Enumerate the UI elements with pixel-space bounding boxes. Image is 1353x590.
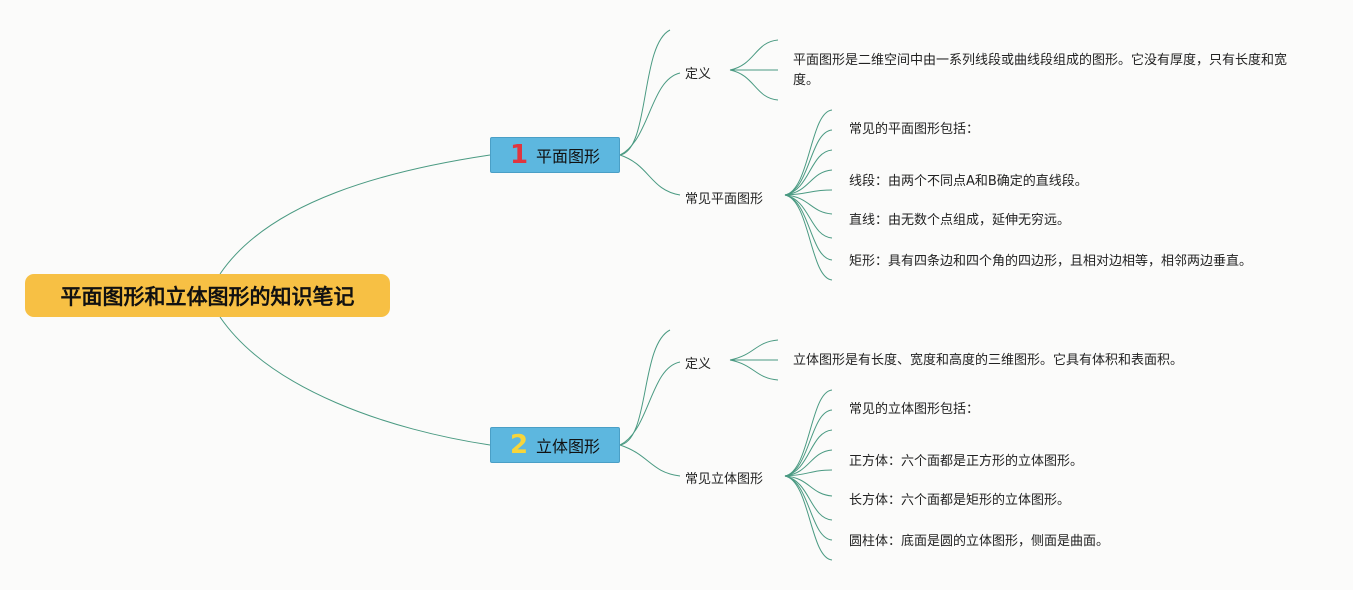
edge-b2-common-6 xyxy=(784,475,833,497)
b2-common-item-1[interactable]: 常见的立体图形包括： xyxy=(849,402,980,417)
edge-root-to-branch-1 xyxy=(219,154,491,275)
edge-b2-definition xyxy=(619,329,671,446)
branch-solid-figures[interactable]: 2 立体图形 xyxy=(490,427,620,463)
b2-common-item-4[interactable]: 圆柱体：底面是圆的立体图形，侧面是曲面。 xyxy=(849,534,1110,549)
edge-b1-common-9 xyxy=(784,194,833,281)
edge-b1-common-4 xyxy=(784,169,833,196)
b1-common-node[interactable]: 常见平面图形 xyxy=(685,192,764,207)
edge-b2-definition-mid xyxy=(619,361,681,446)
edge-b1-common-8 xyxy=(784,194,833,261)
b1-definition-node[interactable]: 定义 xyxy=(685,67,712,82)
edge-b2-common-1 xyxy=(784,389,833,477)
edge-b2-common-9 xyxy=(784,475,833,561)
edge-b2-common-3 xyxy=(784,429,833,477)
edge-b2-common xyxy=(619,444,681,477)
edge-b2-def-leaf-top xyxy=(729,339,779,361)
edge-root-to-branch-2 xyxy=(219,316,491,446)
branch-plane-figures[interactable]: 1 平面图形 xyxy=(490,137,620,173)
edge-b1-common-1 xyxy=(784,109,833,196)
branch-title: 平面图形 xyxy=(536,147,601,166)
edge-b1-definition xyxy=(619,29,671,156)
edge-b2-common-2 xyxy=(784,409,833,477)
edge-b1-common-5 xyxy=(784,189,833,196)
b2-common-node[interactable]: 常见立体图形 xyxy=(685,472,764,487)
b1-definition-text[interactable]: 平面图形是二维空间中由一系列线段或曲线段组成的图形。它没有厚度，只有长度和宽度。 xyxy=(793,53,1288,88)
edge-b2-def-leaf-bottom xyxy=(729,359,779,381)
edge-b1-common-3 xyxy=(784,149,833,196)
edge-b1-def-leaf-bottom xyxy=(729,69,779,101)
edge-b1-common-7 xyxy=(784,194,833,239)
edge-b2-common-4 xyxy=(784,449,833,477)
b2-definition-node[interactable]: 定义 xyxy=(685,357,712,372)
edge-b1-common-2 xyxy=(784,129,833,196)
branch-number-badge: 1 xyxy=(509,140,529,170)
branch-title: 立体图形 xyxy=(536,437,601,456)
edge-b1-common xyxy=(619,154,681,196)
b2-common-item-3[interactable]: 长方体：六个面都是矩形的立体图形。 xyxy=(849,493,1071,508)
edge-b1-definition-mid xyxy=(619,72,681,156)
edge-b2-common-5 xyxy=(784,469,833,477)
edge-b1-common-6 xyxy=(784,194,833,215)
edge-b1-def-leaf-top xyxy=(729,39,779,71)
b2-common-item-2[interactable]: 正方体：六个面都是正方形的立体图形。 xyxy=(849,454,1084,469)
b1-common-item-4[interactable]: 矩形：具有四条边和四个角的四边形，且相对边相等，相邻两边垂直。 xyxy=(849,254,1253,269)
edge-b2-common-7 xyxy=(784,475,833,521)
branch-number-badge: 2 xyxy=(509,430,529,460)
root-title: 平面图形和立体图形的知识笔记 xyxy=(60,284,355,309)
b1-common-item-2[interactable]: 线段：由两个不同点A和B确定的直线段。 xyxy=(849,174,1088,189)
b1-common-item-1[interactable]: 常见的平面图形包括： xyxy=(849,122,980,137)
root-topic[interactable]: 平面图形和立体图形的知识笔记 xyxy=(25,274,390,317)
b2-definition-text[interactable]: 立体图形是有长度、宽度和高度的三维图形。它具有体积和表面积。 xyxy=(793,353,1184,368)
b1-common-item-3[interactable]: 直线：由无数个点组成，延伸无穷远。 xyxy=(849,213,1071,228)
